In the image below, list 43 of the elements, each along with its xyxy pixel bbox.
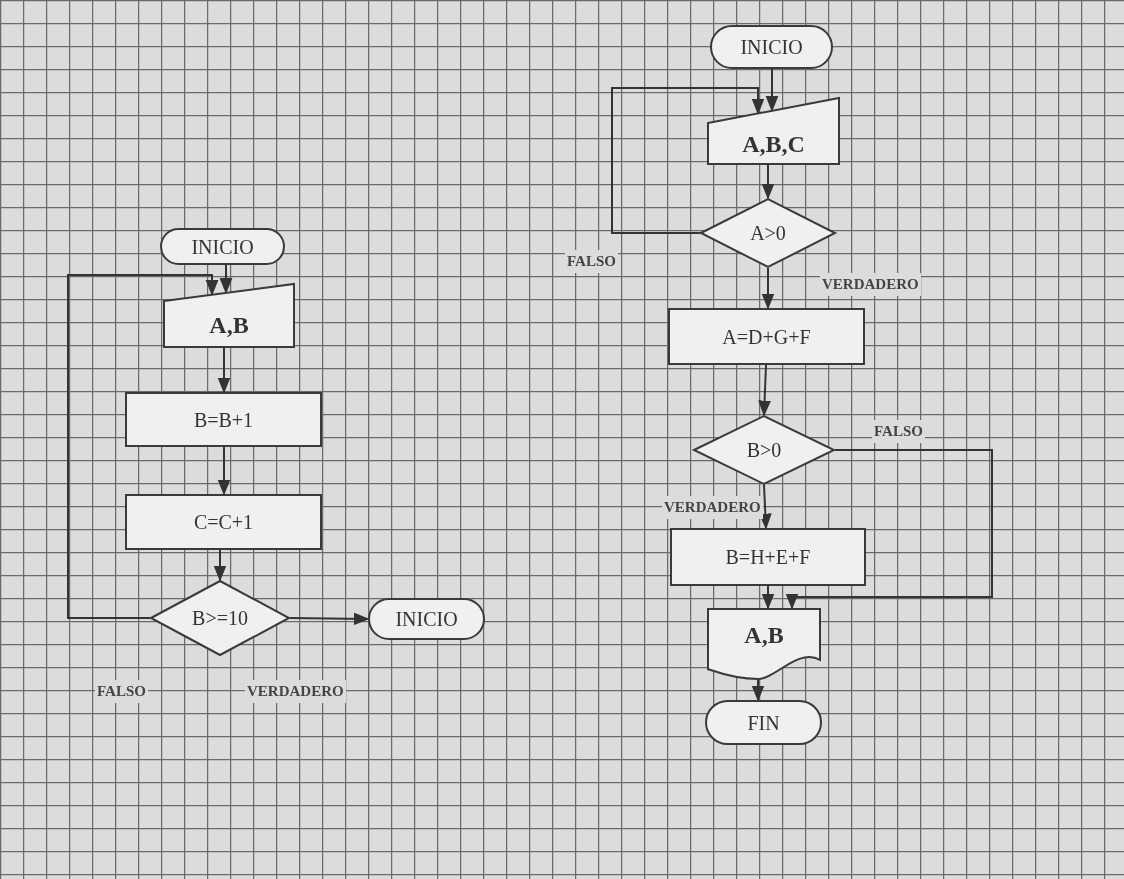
decision-diamond — [693, 415, 835, 485]
arrow — [758, 364, 771, 417]
process-box — [125, 392, 322, 447]
node-label: A,B — [209, 310, 249, 340]
edge-label: FALSO — [95, 680, 148, 703]
node-label: A,B — [744, 621, 784, 650]
node-label: C=C+1 — [193, 510, 254, 535]
node-label: B>0 — [746, 438, 782, 463]
node-label: B>=10 — [192, 606, 248, 631]
arrow — [761, 585, 775, 610]
node-label: INICIO — [740, 35, 803, 60]
node-label: B=H+E+F — [725, 545, 811, 570]
edge-label: VERDADERO — [245, 680, 346, 703]
node-label: A>0 — [750, 221, 786, 246]
arrow — [761, 267, 775, 310]
decision-diamond — [700, 198, 836, 268]
edge-label: FALSO — [872, 420, 925, 443]
arrow — [67, 274, 219, 619]
arrow — [761, 164, 775, 200]
arrow — [217, 347, 231, 394]
decision-diamond — [150, 580, 290, 656]
node-label: A,B,C — [742, 130, 805, 159]
node-label: INICIO — [395, 607, 458, 632]
arrow — [213, 549, 227, 582]
arrow — [289, 612, 370, 626]
node-label: FIN — [747, 710, 780, 736]
edge-label: VERDADERO — [820, 273, 921, 296]
process-box — [125, 494, 322, 550]
arrow — [219, 264, 233, 294]
process-box — [670, 528, 866, 586]
node-label: A=D+G+F — [722, 324, 811, 350]
arrow — [751, 679, 765, 702]
arrow — [758, 484, 772, 530]
node-label: B=B+1 — [193, 407, 254, 433]
arrow — [217, 446, 231, 496]
input-shape — [707, 97, 840, 165]
arrow — [765, 68, 779, 112]
node-label: INICIO — [191, 234, 254, 260]
process-box — [668, 308, 865, 365]
edge-label: FALSO — [565, 250, 618, 273]
arrow — [785, 449, 993, 610]
arrow — [611, 87, 765, 234]
edge-label: VERDADERO — [662, 496, 763, 519]
